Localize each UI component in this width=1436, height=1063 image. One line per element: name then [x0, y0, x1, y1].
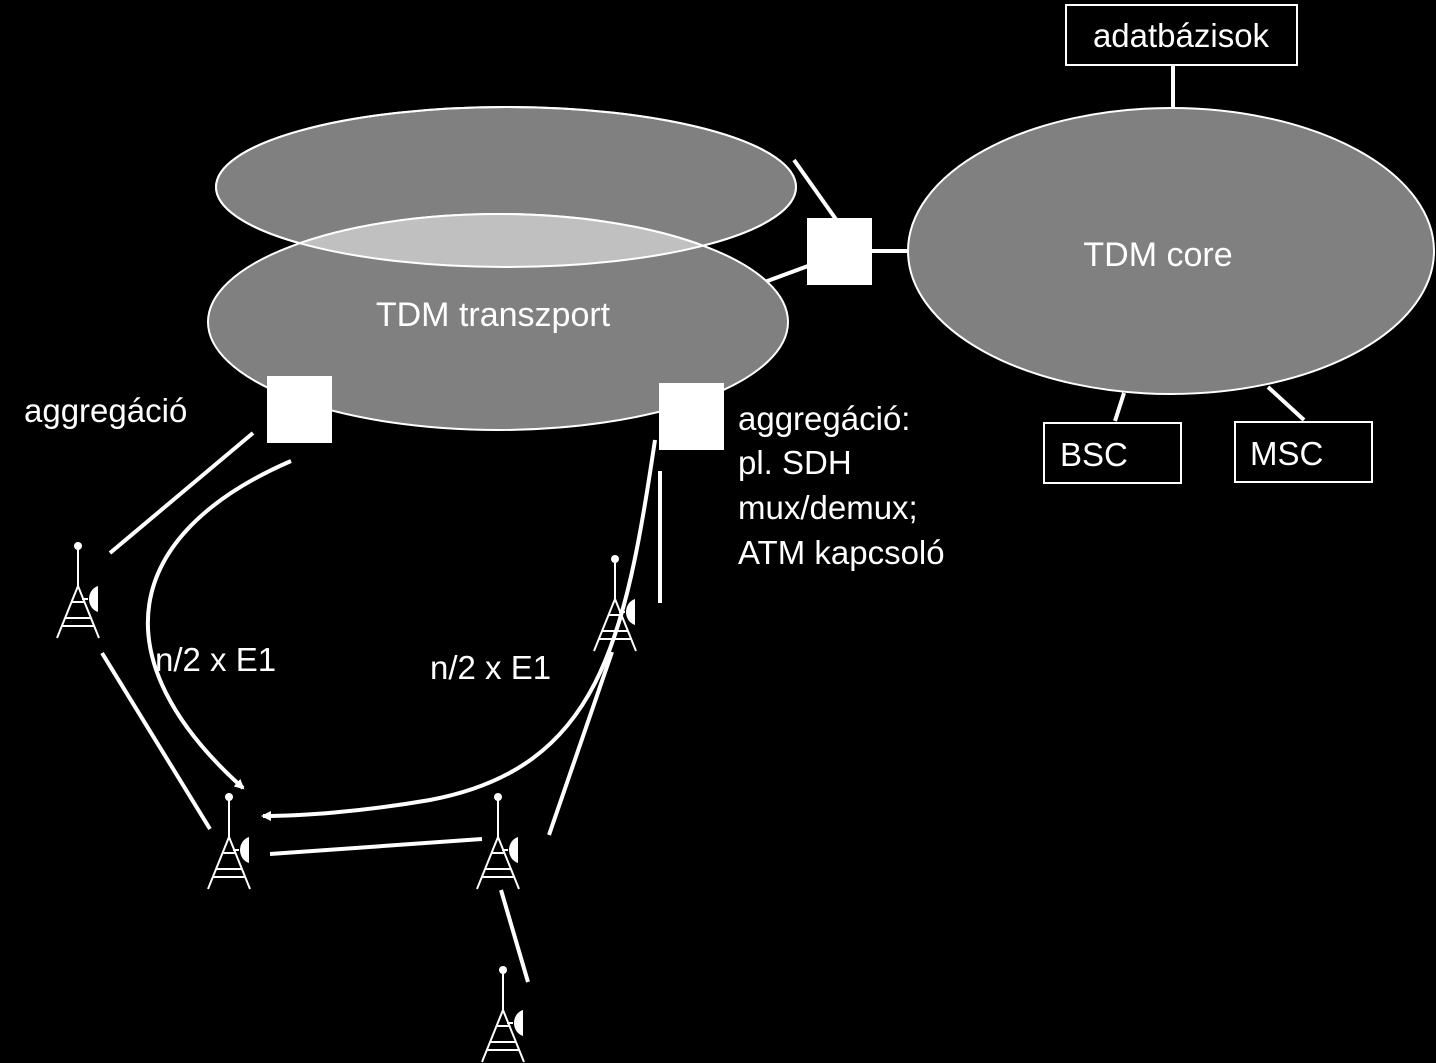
annotations: aggregáció aggregáció: pl. SDH mux/demux…	[24, 392, 945, 686]
path-left-to-tower-3	[145, 459, 292, 790]
radio-towers	[56, 541, 637, 1063]
link-agg-left-to-tower-1	[108, 431, 255, 555]
label-tdm-transport: TDM transzport	[376, 296, 611, 334]
annotation-aggregation-right-1: aggregáció:	[738, 400, 910, 437]
radio-tower-icon	[56, 541, 100, 639]
label-bsc: BSC	[1060, 436, 1128, 473]
annotation-aggregation-left: aggregáció	[24, 392, 187, 429]
annotation-aggregation-right-2: pl. SDH	[738, 444, 852, 481]
ellipse-overlap	[216, 213, 789, 267]
radio-tower-icon	[481, 965, 525, 1063]
annotation-link-right: n/2 x E1	[430, 649, 551, 686]
msc-box: MSC	[1234, 421, 1373, 483]
connections	[100, 66, 1306, 983]
link-tower-4-to-tower-5	[499, 889, 530, 983]
radio-tower-icon	[207, 792, 251, 890]
annotation-aggregation-right-4: ATM kapcsoló	[738, 534, 945, 571]
link-core-to-bsc	[1113, 392, 1126, 422]
label-databases: adatbázisok	[1093, 17, 1270, 54]
node-aggregation-left	[267, 376, 332, 443]
aggregation-nodes	[267, 218, 872, 450]
ellipse-tdm-core	[907, 107, 1435, 395]
ellipse-upper-outline	[215, 106, 797, 268]
databases-box: adatbázisok	[1065, 4, 1298, 66]
label-msc: MSC	[1250, 435, 1323, 472]
link-core-to-msc	[1266, 385, 1306, 422]
bsc-box: BSC	[1043, 422, 1182, 484]
node-aggregation-right	[659, 383, 724, 450]
link-transport-to-switch	[761, 264, 809, 285]
label-tdm-core: TDM core	[1083, 236, 1232, 274]
annotation-link-left: n/2 x E1	[155, 641, 276, 678]
path-right-to-tower-3	[261, 439, 657, 821]
link-tower-4-to-tower-2	[547, 651, 614, 836]
link-tower-1-to-tower-3	[100, 651, 212, 831]
link-tower-3-to-tower-4	[269, 837, 483, 856]
radio-tower-icon	[476, 792, 520, 890]
node-switch-core	[807, 218, 872, 285]
network-clouds: TDM transzport TDM core	[207, 106, 1435, 431]
link-upper-to-switch	[792, 158, 842, 227]
annotation-aggregation-right-3: mux/demux;	[738, 489, 918, 526]
